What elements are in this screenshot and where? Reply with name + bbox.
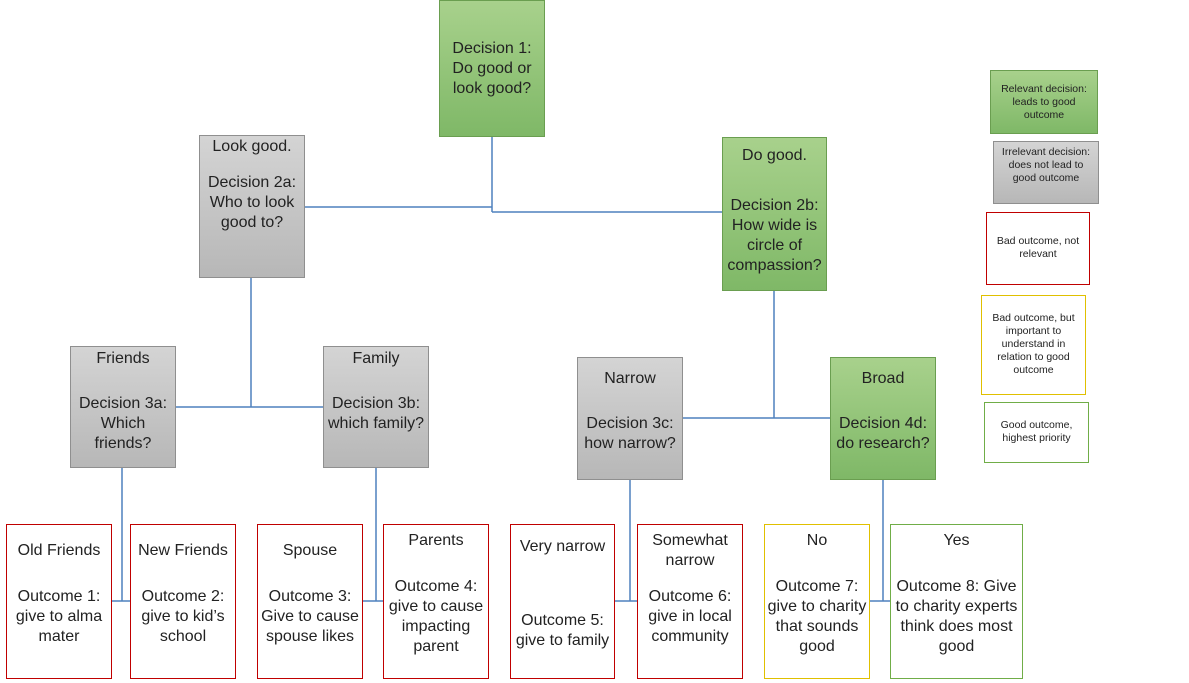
connector-d3b [362, 468, 383, 602]
decision-3a-heading: Friends [96, 350, 150, 367]
outcome-3-heading: Spouse [282, 542, 338, 559]
connector-d3c [614, 480, 637, 602]
legend-relevant: Relevant decision: leads to good outcome [990, 70, 1098, 134]
legend-relevant-text: Relevant decision: leads to good outcome [1001, 83, 1087, 121]
decision-4d-node: Broad Decision 4d: do research? [830, 357, 936, 480]
decision-2b-text: Decision 2b: How wide is circle of compa… [727, 197, 822, 274]
decision-3c-node: Narrow Decision 3c: how narrow? [577, 357, 683, 480]
outcome-1-heading: Old Friends [17, 542, 101, 559]
outcome-8-node: Yes Outcome 8: Give to charity experts t… [890, 524, 1023, 679]
outcome-5-text: Outcome 5: give to family [515, 612, 610, 649]
decision-4d-heading: Broad [861, 370, 905, 387]
outcome-1-text: Outcome 1: give to alma mater [15, 588, 103, 645]
legend-bad-important: Bad outcome, but important to understand… [981, 295, 1086, 395]
outcome-3-text: Outcome 3: Give to cause spouse likes [261, 588, 359, 645]
outcome-5-heading: Very narrow [519, 538, 606, 555]
decision-2a-node: Look good. Decision 2a: Who to look good… [199, 135, 305, 278]
outcome-7-node: No Outcome 7: give to charity that sound… [764, 524, 870, 679]
outcome-8-text: Outcome 8: Give to charity experts think… [895, 578, 1018, 655]
legend-good-text: Good outcome, highest priority [1000, 419, 1073, 444]
connector-d4d [869, 480, 890, 602]
decision-3a-text: Decision 3a: Which friends? [78, 395, 168, 452]
outcome-7-text: Outcome 7: give to charity that sounds g… [767, 578, 867, 655]
legend-bad: Bad outcome, not relevant [986, 212, 1090, 285]
decision-2b-heading: Do good. [742, 147, 807, 164]
outcome-5-node: Very narrow Outcome 5: give to family [510, 524, 615, 679]
outcome-2-text: Outcome 2: give to kid’s school [141, 588, 225, 645]
decision-2a-heading: Look good. [212, 138, 292, 155]
connector-d1 [304, 137, 722, 213]
connector-d3a [112, 468, 131, 602]
outcome-3-node: Spouse Outcome 3: Give to cause spouse l… [257, 524, 363, 679]
outcome-2-node: New Friends Outcome 2: give to kid’s sch… [130, 524, 236, 679]
outcome-4-node: Parents Outcome 4: give to cause impacti… [383, 524, 489, 679]
outcome-2-heading: New Friends [138, 542, 228, 559]
legend-bad-text: Bad outcome, not relevant [996, 235, 1080, 260]
decision-1-node: Decision 1: Do good or look good? [439, 0, 545, 137]
decision-2b-node: Do good. Decision 2b: How wide is circle… [722, 137, 827, 291]
legend-bad-important-text: Bad outcome, but important to understand… [992, 312, 1075, 376]
outcome-4-text: Outcome 4: give to cause impacting paren… [388, 578, 484, 655]
legend-good: Good outcome, highest priority [984, 402, 1089, 463]
decision-4d-text: Decision 4d: do research? [836, 415, 930, 452]
decision-3b-text: Decision 3b: which family? [327, 395, 425, 432]
outcome-1-node: Old Friends Outcome 1: give to alma mate… [6, 524, 112, 679]
legend-irrelevant: Irrelevant decision: does not lead to go… [993, 141, 1099, 204]
legend-irrelevant-text: Irrelevant decision: does not lead to go… [1001, 146, 1091, 184]
outcome-4-heading: Parents [408, 532, 464, 549]
outcome-7-heading: No [806, 532, 828, 549]
decision-1-text: Decision 1: Do good or look good? [452, 40, 532, 97]
outcome-6-text: Outcome 6: give in local community [648, 588, 732, 645]
decision-3b-heading: Family [352, 350, 400, 367]
connector-d2a [175, 278, 323, 408]
outcome-6-heading: Somewhat narrow [652, 532, 728, 569]
decision-3c-heading: Narrow [604, 370, 656, 387]
decision-3c-text: Decision 3c: how narrow? [584, 415, 676, 452]
decision-3a-node: Friends Decision 3a: Which friends? [70, 346, 176, 468]
connector-d2b [683, 291, 830, 419]
outcome-6-node: Somewhat narrow Outcome 6: give in local… [637, 524, 743, 679]
decision-3b-node: Family Decision 3b: which family? [323, 346, 429, 468]
outcome-8-heading: Yes [943, 532, 970, 549]
decision-2a-text: Decision 2a: Who to look good to? [207, 174, 297, 231]
